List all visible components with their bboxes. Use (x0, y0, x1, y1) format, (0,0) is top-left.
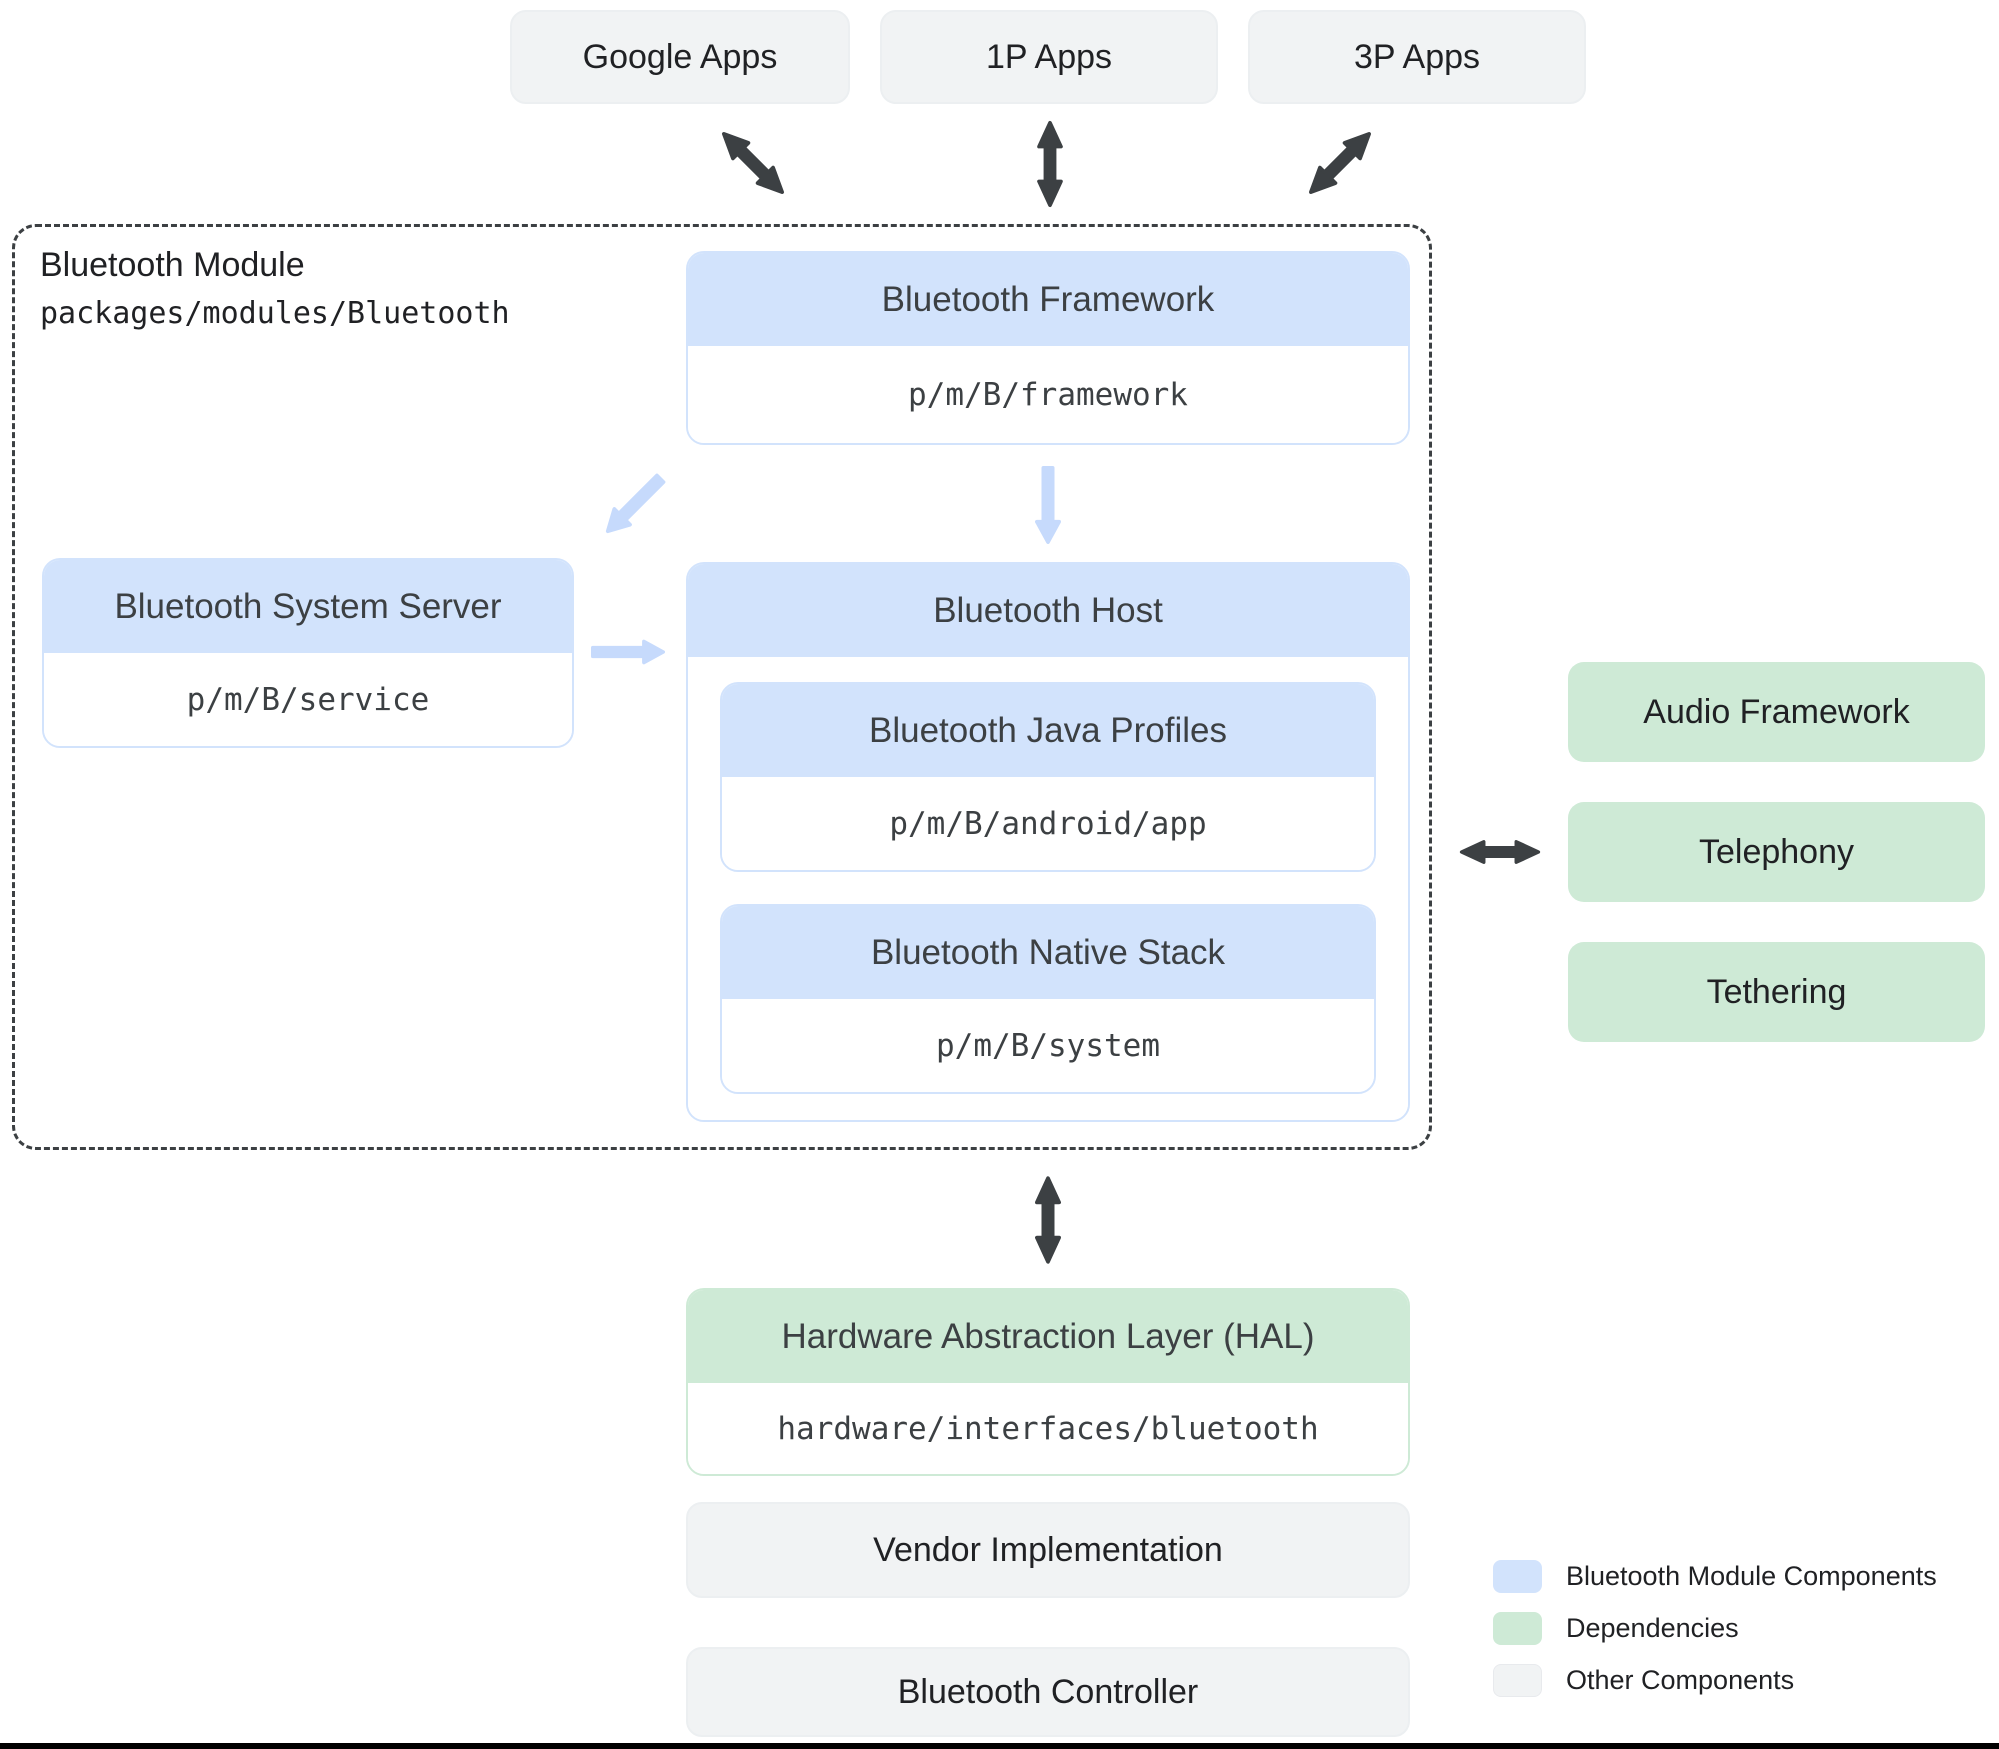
audio-framework-box: Audio Framework (1568, 662, 1985, 762)
bluetooth-framework-box: Bluetooth Framework p/m/B/framework (686, 251, 1410, 445)
bluetooth-module-path: packages/modules/Bluetooth (40, 296, 510, 331)
google-apps-bidirectional-arrow-icon (713, 123, 794, 204)
bluetooth-module-frame (12, 224, 1432, 1150)
first-party-apps-bidirectional-arrow-icon (1037, 120, 1063, 208)
legend-item-dependencies: Dependencies (1493, 1612, 1739, 1645)
legend-label-module-components: Bluetooth Module Components (1566, 1561, 1937, 1591)
first-party-apps-label: 1P Apps (985, 37, 1113, 76)
telephony-label: Telephony (1698, 832, 1854, 871)
vendor-implementation-label: Vendor Implementation (873, 1530, 1223, 1569)
module-to-hal-bidirectional-arrow-icon (1035, 1172, 1061, 1268)
audio-framework-label: Audio Framework (1643, 692, 1910, 731)
bluetooth-host-header: Bluetooth Host (688, 564, 1408, 657)
bluetooth-host-title: Bluetooth Host (933, 590, 1163, 630)
bluetooth-framework-title: Bluetooth Framework (881, 279, 1215, 319)
bluetooth-system-server-header: Bluetooth System Server (44, 560, 572, 653)
bluetooth-module-title: Bluetooth Module (40, 246, 305, 284)
telephony-box: Telephony (1568, 802, 1985, 902)
tethering-box: Tethering (1568, 942, 1985, 1042)
bluetooth-controller-label: Bluetooth Controller (897, 1672, 1199, 1711)
legend-swatch-gray (1493, 1664, 1542, 1697)
legend-item-module-components: Bluetooth Module Components (1493, 1560, 1937, 1593)
legend-label-other-components: Other Components (1566, 1665, 1795, 1695)
framework-to-system-server-arrow-icon (597, 468, 671, 542)
bluetooth-native-stack-title: Bluetooth Native Stack (870, 932, 1226, 972)
bluetooth-native-stack-header: Bluetooth Native Stack (722, 906, 1374, 999)
bluetooth-java-profiles-box: Bluetooth Java Profiles p/m/B/android/ap… (720, 682, 1376, 872)
bluetooth-java-profiles-path: p/m/B/android/app (722, 777, 1374, 870)
bluetooth-controller-box: Bluetooth Controller (686, 1647, 1410, 1737)
legend-label-dependencies: Dependencies (1566, 1613, 1739, 1643)
hal-box: Hardware Abstraction Layer (HAL) hardwar… (686, 1288, 1410, 1476)
hal-path: hardware/interfaces/bluetooth (688, 1383, 1408, 1474)
bluetooth-native-stack-box: Bluetooth Native Stack p/m/B/system (720, 904, 1376, 1094)
bluetooth-host-box: Bluetooth Host Bluetooth Java Profiles p… (686, 562, 1410, 1122)
hal-title: Hardware Abstraction Layer (HAL) (781, 1316, 1315, 1356)
system-server-to-host-arrow-icon (591, 639, 665, 665)
bluetooth-java-profiles-header: Bluetooth Java Profiles (722, 684, 1374, 777)
bluetooth-host-body: Bluetooth Java Profiles p/m/B/android/ap… (688, 657, 1408, 1120)
legend-item-other-components: Other Components (1493, 1664, 1794, 1697)
hal-header: Hardware Abstraction Layer (HAL) (688, 1290, 1408, 1383)
third-party-apps-label: 3P Apps (1353, 37, 1481, 76)
bluetooth-java-profiles-title: Bluetooth Java Profiles (869, 710, 1227, 750)
vendor-implementation-box: Vendor Implementation (686, 1502, 1410, 1598)
bluetooth-framework-path: p/m/B/framework (688, 346, 1408, 443)
screenshot-bottom-edge (0, 1743, 1999, 1749)
google-apps-box: Google Apps (510, 10, 850, 104)
legend-swatch-green (1493, 1612, 1542, 1645)
module-to-dependencies-bidirectional-arrow-icon (1459, 839, 1541, 865)
legend-swatch-blue (1493, 1560, 1542, 1593)
third-party-apps-bidirectional-arrow-icon (1300, 123, 1381, 204)
bluetooth-system-server-box: Bluetooth System Server p/m/B/service (42, 558, 574, 748)
google-apps-label: Google Apps (582, 37, 778, 76)
tethering-label: Tethering (1706, 972, 1847, 1011)
bluetooth-system-server-path: p/m/B/service (44, 653, 572, 746)
first-party-apps-box: 1P Apps (880, 10, 1218, 104)
bluetooth-native-stack-path: p/m/B/system (722, 999, 1374, 1092)
bluetooth-system-server-title: Bluetooth System Server (114, 586, 502, 626)
bluetooth-framework-header: Bluetooth Framework (688, 253, 1408, 346)
third-party-apps-box: 3P Apps (1248, 10, 1586, 104)
framework-to-host-arrow-icon (1035, 466, 1061, 544)
